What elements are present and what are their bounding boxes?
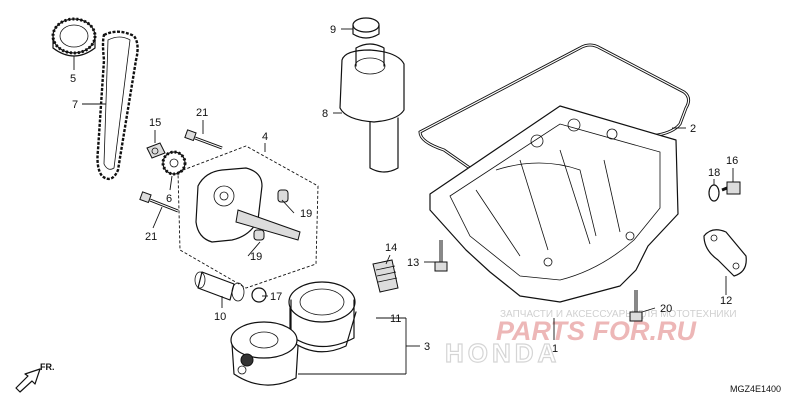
callout-bracket: 12 <box>720 295 732 307</box>
front-direction-arrow: FR. <box>15 362 55 393</box>
filter-boss-bolt <box>372 259 399 293</box>
pump-bolt-lower <box>139 191 179 213</box>
callout-bolt-21-lower: 21 <box>145 231 157 243</box>
pan-bolt-13 <box>434 240 448 272</box>
callout-bolt-13: 13 <box>407 257 419 269</box>
oil-filter-large <box>288 281 357 353</box>
callout-dowel-upper: 19 <box>300 208 312 220</box>
callout-bolt-15: 15 <box>149 117 161 129</box>
callout-gasket: 2 <box>690 123 696 135</box>
oil-pan-bracket <box>703 229 747 277</box>
oil-pump-assembly <box>177 145 319 289</box>
callout-drain-bolt: 16 <box>726 155 738 167</box>
watermark: ЗАПЧАСТИ И АКСЕССУАРЫ ДЛЯ МОТОТЕХНИКИ PA… <box>444 309 737 369</box>
pump-sprocket <box>161 150 187 176</box>
drain-bolt <box>721 181 741 195</box>
callout-filter: 11 <box>390 313 401 325</box>
callout-chain: 7 <box>72 99 78 111</box>
watermark-logo: HONDA <box>445 338 560 368</box>
callout-sprocket: 5 <box>70 73 76 85</box>
leader-lines <box>73 28 734 375</box>
callout-bolt-21-upper: 21 <box>196 107 208 119</box>
pipe-o-ring <box>251 287 267 303</box>
callout-labels: 1 2 3 4 5 6 7 8 9 10 11 12 13 14 15 16 1… <box>70 24 738 355</box>
callout-o-ring: 17 <box>270 291 282 303</box>
pan-bolt-20 <box>629 290 643 322</box>
drive-sprocket <box>51 17 97 57</box>
sprocket-bolt <box>146 142 166 159</box>
callout-filler-neck: 8 <box>322 108 328 120</box>
filler-cap <box>352 17 380 39</box>
watermark-brand: PARTS FOR.RU <box>496 316 698 346</box>
oil-filter-small <box>230 321 299 386</box>
filler-neck <box>339 43 405 173</box>
watermark-tagline: ЗАПЧАСТИ И АКСЕССУАРЫ ДЛЯ МОТОТЕХНИКИ <box>500 309 737 320</box>
callout-filter-set: 3 <box>424 341 430 353</box>
pump-bolt-upper <box>184 129 223 150</box>
oil-pump-chain <box>96 30 139 181</box>
callout-washer: 18 <box>708 167 720 179</box>
oil-pipe <box>194 271 245 302</box>
callout-dowel-lower: 19 <box>250 251 262 263</box>
callout-pump-sprocket: 6 <box>166 193 172 205</box>
oil-pan <box>429 105 679 303</box>
callout-oil-pipe: 10 <box>214 311 226 323</box>
callout-oil-pan: 1 <box>552 343 558 355</box>
callout-bolt-20: 20 <box>660 303 672 315</box>
callout-bolt-14: 14 <box>385 242 397 254</box>
callout-filler-cap: 9 <box>330 24 336 36</box>
drain-washer <box>708 184 720 202</box>
front-label: FR. <box>40 362 55 372</box>
callout-pump-assy: 4 <box>262 131 268 143</box>
diagram-code: MGZ4E1400 <box>730 384 781 394</box>
